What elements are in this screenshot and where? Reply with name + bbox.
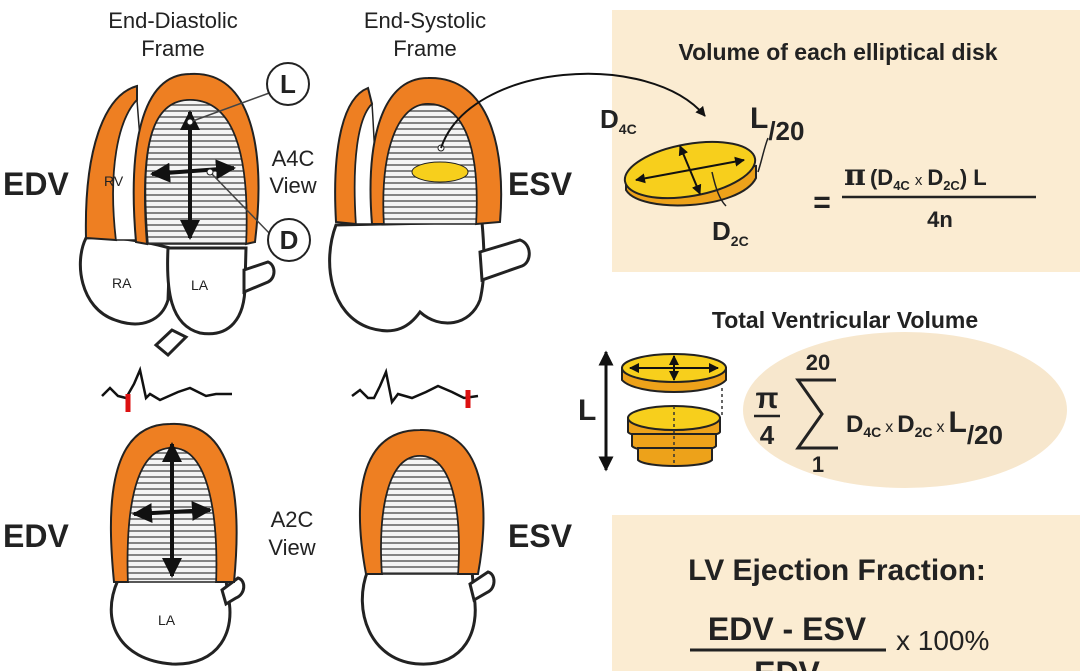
l-label-circle: [266, 62, 310, 106]
d4c-label: D4C: [600, 104, 637, 137]
esv-label-a4c: ESV: [508, 166, 573, 202]
ef-numerator: EDV - ESV: [708, 611, 867, 647]
total-volume-title: Total Ventricular Volume: [712, 307, 978, 333]
edv-label-a4c: EDV: [3, 166, 69, 202]
sum-frac-denominator: 4: [760, 420, 775, 450]
a4c-ed-heart: [78, 72, 276, 358]
total-volume-formula-bg: [743, 332, 1067, 488]
la-chamber: [166, 246, 248, 336]
d-callout-dot: [206, 168, 214, 176]
rv-label: RV: [104, 173, 124, 189]
d2c-label: D2C: [712, 216, 749, 249]
sigma-symbol: [795, 378, 838, 450]
ef-title: LV Ejection Fraction:: [688, 554, 986, 587]
l-callout-line: [189, 91, 273, 123]
a2c-view-label-1: A2C: [271, 507, 314, 532]
es-frame-title-1: End-Systolic: [364, 8, 486, 33]
ef-denominator: EDV: [754, 655, 820, 671]
l-callout-dot: [186, 118, 194, 126]
a4c-es-heart: [328, 72, 706, 333]
esv-label-a2c: ESV: [508, 518, 573, 554]
pulmonary-vein: [153, 328, 189, 358]
la-label-a4c: LA: [191, 277, 209, 293]
d-label-circle: [267, 218, 311, 262]
ecg-ed-trace: [101, 365, 232, 412]
disk-panel-title: Volume of each elliptical disk: [678, 39, 997, 65]
ejection-fraction-panel: [612, 515, 1080, 671]
a2c-es-lv-cavity: [380, 455, 460, 575]
a2c-la-chamber: [109, 578, 232, 666]
disk-thickness-label: L/20: [750, 102, 804, 146]
disk-stack: [621, 353, 727, 467]
es-disk-highlight: [411, 161, 469, 183]
sum-lower-limit: 1: [812, 452, 824, 477]
la-label-a2c: LA: [158, 612, 176, 628]
ecg-es-trace: [351, 367, 479, 408]
a2c-es-heart: [359, 428, 496, 666]
disk-equals: =: [813, 186, 831, 219]
disk-formula-denominator: 4n: [927, 207, 953, 232]
edv-label-a2c: EDV: [3, 518, 69, 554]
ra-label: RA: [112, 275, 132, 291]
disk-volume-panel: [612, 10, 1080, 272]
a2c-es-la: [360, 568, 477, 666]
diameter-arrow: [150, 159, 236, 183]
d-label: D: [280, 225, 299, 255]
a2c-es-appendage: [468, 570, 496, 603]
sum-upper-limit: 20: [806, 350, 830, 375]
es-la-appendage: [478, 238, 531, 283]
d-callout-line: [209, 171, 273, 237]
a2c-diameter-arrow: [132, 500, 212, 524]
sum-frac-numerator: π: [756, 382, 779, 415]
l-label: L: [280, 69, 296, 99]
total-length-label: L: [578, 394, 596, 427]
ed-frame-title-1: End-Diastolic: [108, 8, 238, 33]
elliptical-disk: [623, 137, 769, 207]
ed-frame-title-2: Frame: [141, 36, 205, 61]
es-frame-title-2: Frame: [393, 36, 457, 61]
disk-zoom-arrow: [440, 72, 706, 149]
a2c-ed-heart: [109, 422, 246, 666]
ef-times-100: x 100%: [896, 625, 989, 656]
a2c-view-label-2: View: [268, 535, 315, 560]
la-appendage: [242, 260, 276, 295]
a4c-view-label-2: View: [269, 173, 316, 198]
a4c-view-label-1: A4C: [272, 146, 315, 171]
es-atria: [328, 220, 486, 333]
a2c-la-appendage: [220, 576, 246, 607]
